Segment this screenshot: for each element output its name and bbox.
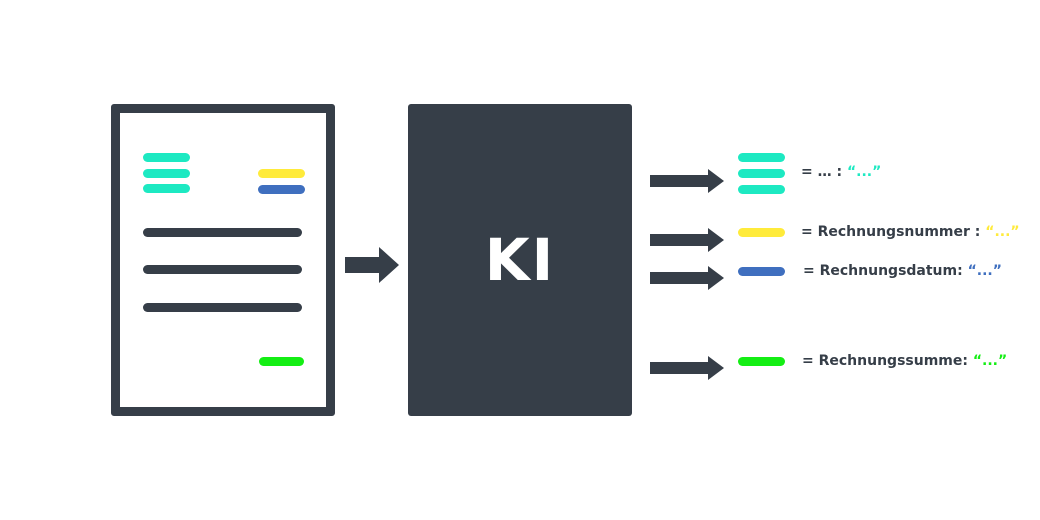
- output-green-bar: [738, 357, 785, 366]
- output-label-rechnungsnummer: = Rechnungsnummer : “...”: [801, 224, 1020, 240]
- output-value: “...”: [967, 263, 1002, 279]
- ki-title: KI: [484, 226, 556, 294]
- output-teal-bar-2: [738, 169, 785, 178]
- output-blue-bar: [738, 267, 785, 276]
- doc-teal-bar-3: [143, 184, 190, 193]
- arrow-right-icon: [650, 169, 724, 193]
- arrow-right-icon: [345, 247, 399, 283]
- doc-text-line-1: [143, 228, 302, 237]
- doc-blue-bar: [258, 185, 305, 194]
- ki-processor: KI: [408, 104, 632, 416]
- arrow-right-icon: [650, 228, 724, 252]
- doc-green-bar: [259, 357, 304, 366]
- output-label-rechnungsdatum: = Rechnungsdatum: “...”: [803, 263, 1002, 279]
- output-label-rechnungssumme: = Rechnungssumme: “...”: [802, 353, 1008, 369]
- doc-text-line-3: [143, 303, 302, 312]
- output-label-generic: = … : “...”: [801, 164, 882, 180]
- output-teal-bar-1: [738, 153, 785, 162]
- output-value: “...”: [985, 224, 1020, 240]
- arrow-right-icon: [650, 356, 724, 380]
- output-value: “...”: [972, 353, 1008, 369]
- doc-yellow-bar: [258, 169, 305, 178]
- doc-text-line-2: [143, 265, 302, 274]
- output-yellow-bar: [738, 228, 785, 237]
- doc-teal-bar-1: [143, 153, 190, 162]
- invoice-document: [111, 104, 335, 416]
- output-teal-bar-3: [738, 185, 785, 194]
- output-value: “...”: [846, 164, 882, 180]
- doc-teal-bar-2: [143, 169, 190, 178]
- arrow-right-icon: [650, 266, 724, 290]
